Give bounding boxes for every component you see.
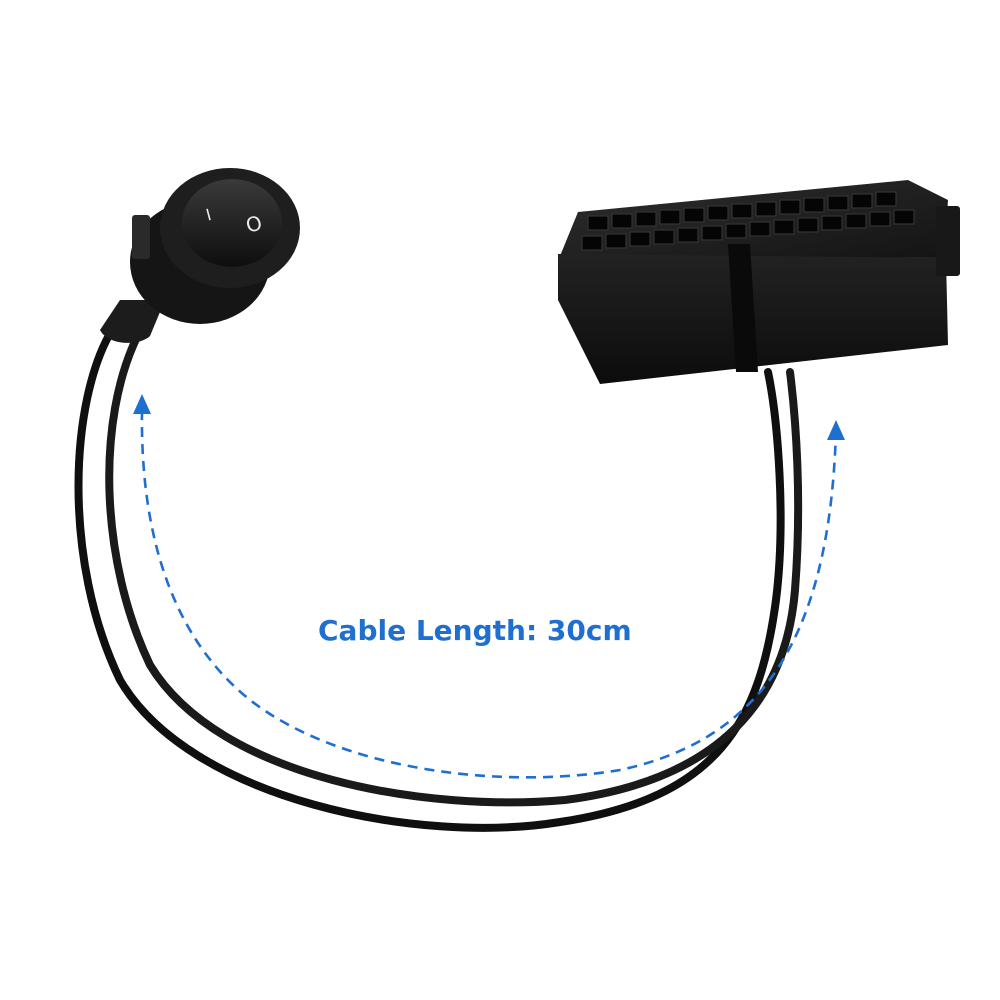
switch-clip xyxy=(132,215,150,259)
cable-group xyxy=(74,326,803,832)
switch-strain-relief xyxy=(100,300,165,343)
cable-wire-inner xyxy=(105,331,803,807)
switch-off-symbol: O xyxy=(243,210,264,237)
length-dashed-arc xyxy=(140,409,838,779)
arrow-up-icon xyxy=(827,420,845,440)
connector-pin-grid xyxy=(581,191,915,251)
cable-length-caption: Cable Length: 30cm xyxy=(318,614,632,647)
cable-wire-outer xyxy=(74,326,785,832)
connector-latch xyxy=(936,206,960,276)
connector-center-rib xyxy=(728,244,758,372)
length-indicator xyxy=(133,394,845,779)
atx-connector xyxy=(558,180,960,384)
rocker-switch: I O xyxy=(100,168,300,343)
switch-rocker xyxy=(182,179,282,267)
switch-on-symbol: I xyxy=(204,205,213,225)
arrow-up-icon xyxy=(133,394,151,414)
